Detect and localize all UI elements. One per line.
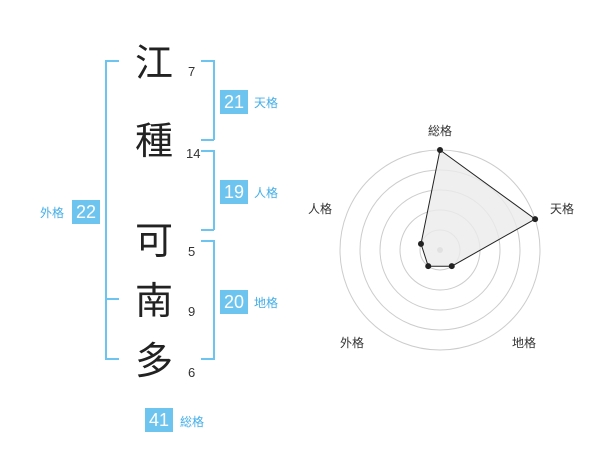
name-char-5: 多 <box>134 339 173 383</box>
chikaku-bracket-line <box>213 240 215 360</box>
jinkaku-value-badge: 19 <box>220 180 248 204</box>
tenkaku-bracket-line <box>213 60 215 140</box>
radar-axis-tenkaku: 天格 <box>550 202 575 216</box>
radar-point <box>437 147 443 153</box>
gaikaku-value-badge: 22 <box>72 200 100 224</box>
name-char-4: 南 <box>134 279 173 323</box>
chikaku-bracket-top <box>201 240 214 242</box>
radar-point <box>417 240 424 247</box>
radar-point <box>425 263 432 270</box>
radar-axis-jinkaku: 人格 <box>308 202 333 216</box>
radar-point <box>448 263 455 270</box>
chikaku-label: 地格 <box>254 296 279 310</box>
jinkaku-bracket-line <box>213 150 215 230</box>
radar-shape <box>420 149 537 267</box>
stroke-count-2: 14 <box>186 146 201 161</box>
name-char-1: 江 <box>134 41 173 85</box>
gaikaku-bracket-bottom <box>105 358 119 360</box>
stroke-count-5: 6 <box>188 365 196 380</box>
jinkaku-bracket-bottom <box>201 229 214 231</box>
stroke-count-3: 5 <box>188 244 196 259</box>
tenkaku-value-badge: 21 <box>220 90 248 114</box>
stroke-count-4: 9 <box>188 304 196 319</box>
radar-axis-soukaku: 総格 <box>428 124 453 138</box>
stroke-count-1: 7 <box>188 64 196 79</box>
soukaku-label: 総格 <box>180 415 205 429</box>
tenkaku-bracket-bottom <box>201 139 214 141</box>
name-char-2: 種 <box>134 119 173 163</box>
chikaku-bracket-bottom <box>201 358 214 360</box>
radar-axis-chikaku: 地格 <box>512 336 537 350</box>
tenkaku-bracket-top <box>201 60 214 62</box>
jinkaku-bracket-top <box>201 150 214 152</box>
tenkaku-label: 天格 <box>254 96 279 110</box>
gaikaku-bracket-line <box>105 60 107 360</box>
jinkaku-label: 人格 <box>254 186 279 200</box>
chikaku-value-badge: 20 <box>220 290 248 314</box>
gaikaku-label: 外格 <box>40 206 65 220</box>
radar-points <box>417 147 539 270</box>
soukaku-value-badge: 41 <box>145 408 173 432</box>
name-char-3: 可 <box>134 219 173 263</box>
gaikaku-bracket-mid <box>105 298 119 300</box>
radar-axis-gaikaku: 外格 <box>340 336 365 350</box>
radar-point <box>532 216 539 223</box>
gaikaku-bracket-top <box>105 60 119 62</box>
